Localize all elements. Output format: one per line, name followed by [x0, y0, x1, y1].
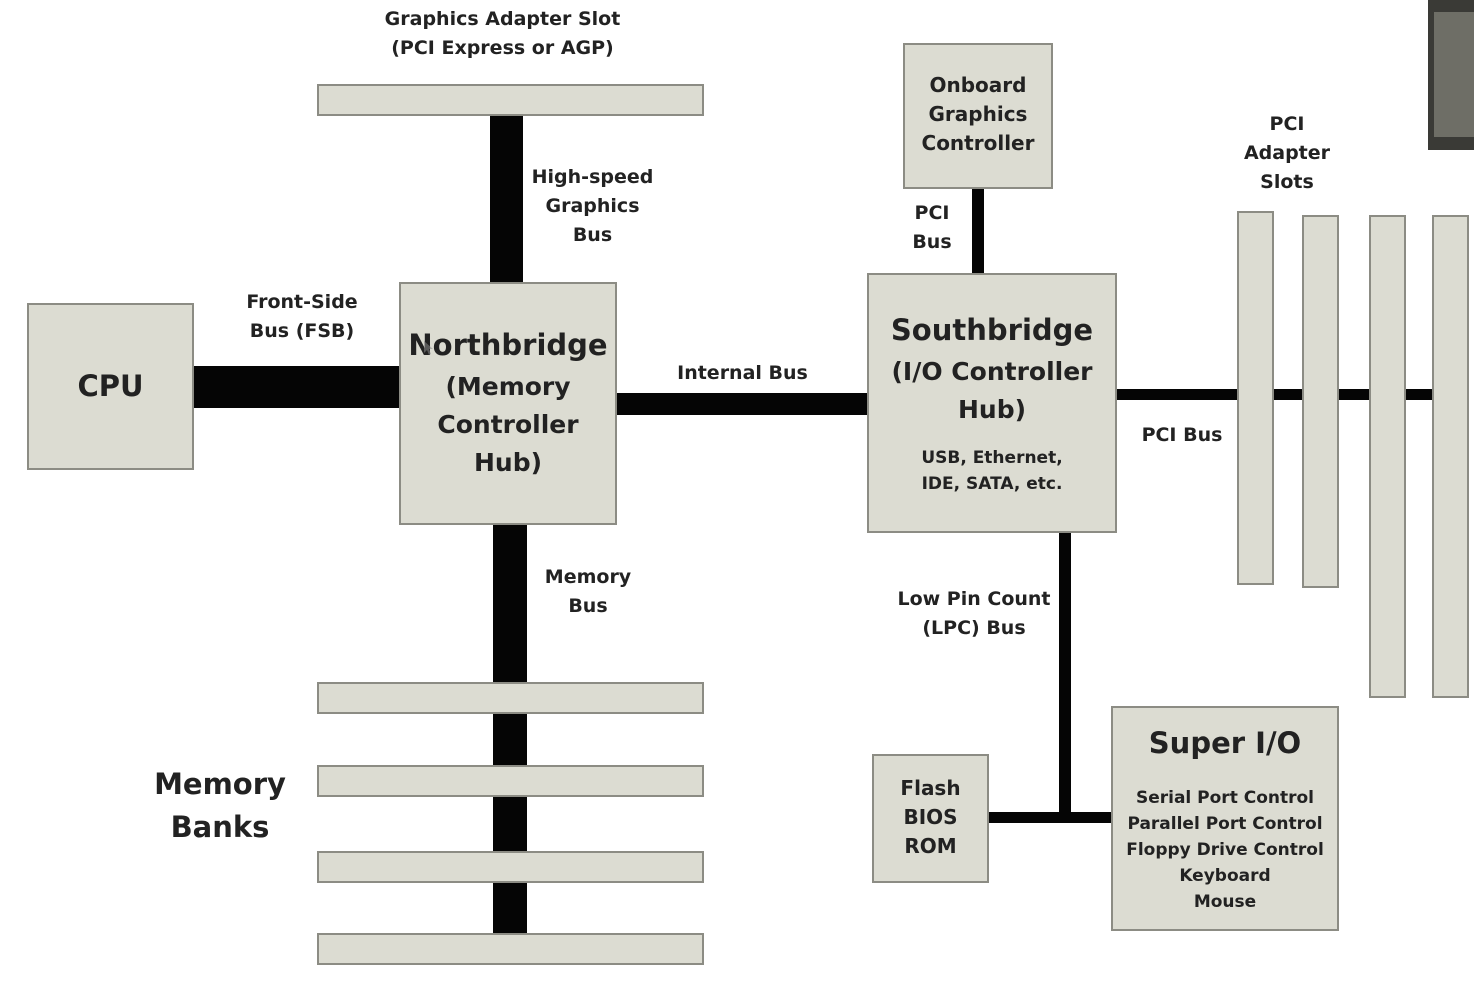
northbridge-title: Northbridge — [408, 328, 608, 362]
graphics-adapter-slot — [317, 84, 704, 116]
mouse-cursor-icon — [424, 341, 433, 355]
fsb-label: Front-Side Bus (FSB) — [246, 291, 358, 342]
lpc-horizontal-line — [987, 812, 1114, 823]
memory-bank-slot — [317, 851, 704, 883]
memory-bus-label: Memory Bus — [544, 566, 632, 617]
flash-bios-label: Flash BIOS ROM — [900, 776, 961, 858]
super-io-details: Serial Port Control Parallel Port Contro… — [1126, 788, 1324, 912]
internal-bus-label: Internal Bus — [677, 362, 808, 384]
southbridge-title: Southbridge — [890, 313, 1094, 347]
webcam-thumbnail — [1428, 0, 1474, 150]
super-io-title: Super I/O — [1148, 726, 1302, 760]
onboard-pci-bus-label: PCI Bus — [912, 202, 952, 253]
high-speed-graphics-bus-line — [490, 112, 523, 284]
super-io-box: Super I/O Serial Port Control Parallel P… — [1111, 706, 1339, 931]
pci-slot — [1432, 215, 1469, 698]
pci-bus-label: PCI Bus — [1141, 424, 1223, 446]
pci-bus-line — [1115, 389, 1436, 400]
webcam-image — [1434, 12, 1474, 137]
northbridge-box: Northbridge (Memory Controller Hub) — [399, 282, 617, 525]
onboard-graphics-box: Onboard Graphics Controller — [903, 43, 1053, 189]
memory-banks-label: Memory Banks — [154, 767, 286, 844]
cpu-box: CPU — [27, 303, 194, 470]
southbridge-details: USB, Ethernet, IDE, SATA, etc. — [921, 448, 1063, 494]
lpc-bus-label: Low Pin Count (LPC) Bus — [897, 588, 1051, 639]
pci-slot — [1237, 211, 1274, 585]
memory-bank-slot — [317, 933, 704, 965]
pci-slot — [1302, 215, 1339, 588]
flash-bios-box: Flash BIOS ROM — [872, 754, 989, 883]
southbridge-box: Southbridge (I/O Controller Hub) USB, Et… — [867, 273, 1117, 533]
front-side-bus-line — [192, 366, 401, 408]
southbridge-subtitle: (I/O Controller Hub) — [891, 357, 1093, 424]
onboard-pci-bus-line — [972, 187, 984, 275]
memory-bank-slot — [317, 682, 704, 714]
cpu-label: CPU — [77, 369, 144, 403]
onboard-graphics-label: Onboard Graphics Controller — [921, 73, 1035, 155]
graphics-slot-label: Graphics Adapter Slot (PCI Express or AG… — [384, 8, 621, 59]
lpc-bus-line — [1059, 531, 1071, 821]
northbridge-subtitle: (Memory Controller Hub) — [437, 372, 579, 477]
internal-bus-line — [615, 393, 869, 415]
memory-bank-slot — [317, 765, 704, 797]
pci-adapter-slots-label: PCI Adapter Slots — [1243, 113, 1331, 193]
high-speed-bus-label: High-speed Graphics Bus — [531, 166, 654, 246]
pci-slot — [1369, 215, 1406, 698]
